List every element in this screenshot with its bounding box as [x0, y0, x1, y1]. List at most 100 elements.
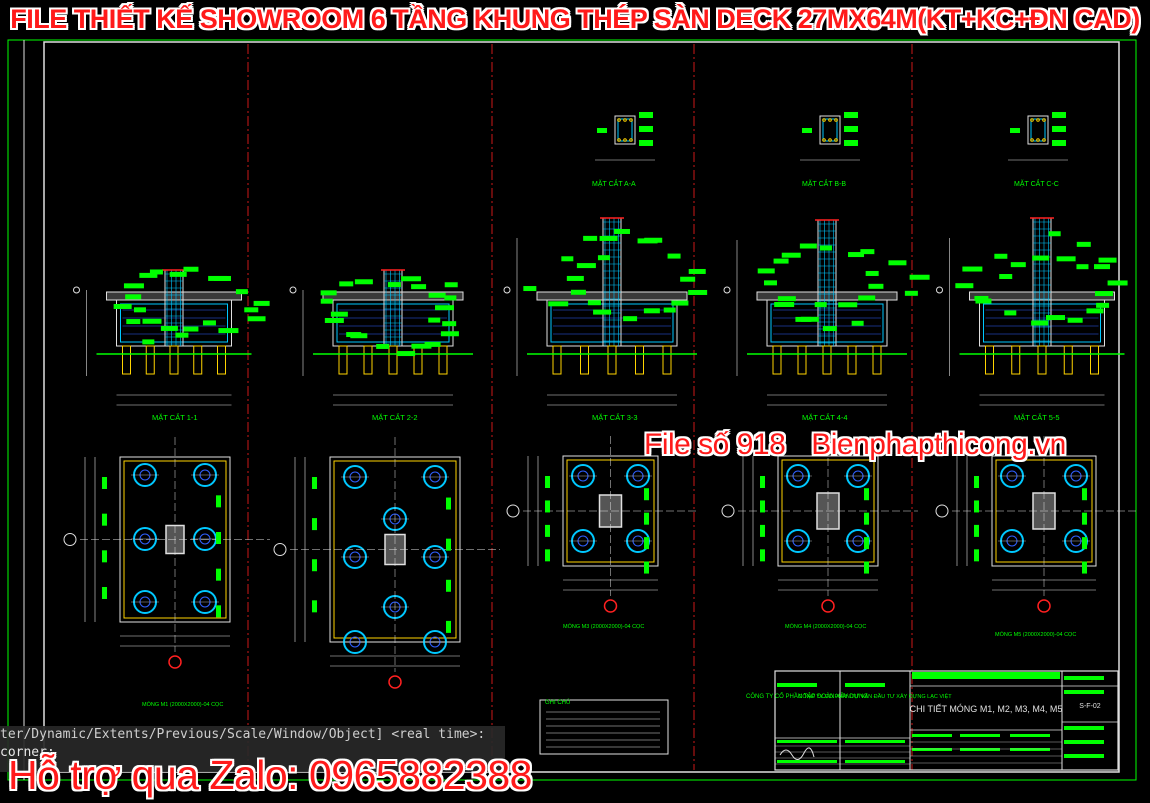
annotation-tag [428, 292, 446, 298]
annotation-tag [312, 518, 317, 531]
pile [552, 345, 562, 375]
level-symbol [723, 286, 731, 294]
title-block-field [960, 734, 1000, 737]
annotation-tag [819, 245, 832, 251]
annotation-tag [822, 326, 837, 332]
annotation-tag [428, 317, 441, 323]
column-rebar [1030, 118, 1046, 142]
annotation-tag [1082, 561, 1087, 574]
section-labels-mid: MẶT CẮT 1-1 MẶT CẮT 2-2 MẶT CẮT 3-3 MẶT … [152, 413, 1060, 422]
pile-cap-rebar [120, 303, 228, 343]
annotation-tag [312, 559, 317, 572]
annotation-tag [218, 328, 239, 334]
pile [145, 345, 155, 375]
annotation-tag [865, 270, 879, 276]
column-section [819, 115, 841, 145]
grid-bubble [1037, 599, 1051, 613]
rebar-dot [629, 138, 633, 142]
annotation-tag [1056, 256, 1076, 262]
ground-hatch [322, 291, 464, 301]
annotation-tag [757, 268, 775, 274]
title-block-field [777, 740, 837, 743]
pile [338, 345, 348, 375]
annotation-tag [1107, 280, 1128, 286]
grid-bubble [603, 599, 618, 613]
annotation-tag [446, 538, 451, 551]
annotation-tag [354, 279, 373, 285]
annotation-tag [320, 298, 333, 304]
annotation-tag [253, 300, 270, 306]
annotation-tag [773, 258, 789, 264]
pile-cap-rebar [770, 303, 884, 343]
title-block-field [845, 740, 905, 743]
annotation-tag [169, 271, 187, 277]
annotation-tag [643, 308, 660, 314]
annotation-tag [1032, 255, 1050, 261]
ground-hatch [106, 291, 242, 301]
pile [217, 345, 226, 375]
watermark-file-number: File số 918 [644, 428, 786, 461]
annotation-tag [999, 273, 1013, 279]
annotation-tag [1031, 320, 1049, 326]
annotation-tag [312, 477, 317, 489]
contact-zalo: Hỗ trợ qua Zalo: 0965882388 [8, 752, 532, 798]
command-prompt[interactable]: corner: [0, 745, 55, 760]
banner-title: FILE THIẾT KẾ SHOWROOM 6 TẦNG KHUNG THÉP… [10, 4, 1140, 34]
annotation-tag [545, 500, 550, 513]
annotation-tag [1048, 231, 1061, 237]
pile [872, 345, 882, 375]
annotation-tag [904, 290, 918, 296]
annotation-tag [320, 290, 337, 296]
annotation-tag [597, 255, 610, 261]
plan-label-m3: MÓNG M3 (2000X2000)-04 CỌC [563, 623, 644, 630]
annotation-tag [1067, 317, 1083, 323]
annotation-tag [644, 512, 649, 525]
pile [822, 345, 832, 375]
plan-label-m5: MÓNG M5 (2000X2000)-04 CỌC [995, 631, 1076, 638]
pile [985, 345, 994, 375]
annotation-tag [644, 488, 649, 501]
pile [580, 345, 589, 375]
title-block-field [912, 748, 952, 751]
annotation-tag [139, 272, 158, 278]
grid-bubble [935, 504, 949, 518]
grid-bubble [168, 655, 182, 669]
annotation-tag [350, 333, 368, 339]
annotation-tag [663, 307, 676, 313]
annotation-tag [814, 302, 827, 308]
plan-label-m1: MÓNG M1 (2000X2000)-04 CỌC [142, 701, 223, 708]
notes-frame [539, 699, 669, 755]
level-symbol [503, 286, 511, 294]
title-block-frame [774, 670, 1119, 771]
annotation-tag [216, 568, 221, 581]
command-line-panel[interactable]: ter/Dynamic/Extents/Previous/Scale/Windo… [0, 726, 505, 772]
pile [1011, 345, 1021, 375]
annotation-tag [864, 537, 869, 550]
annotation-tag [102, 477, 107, 489]
annotation-tag [864, 488, 869, 501]
annotation-tag [133, 307, 146, 313]
annotation-tag [644, 561, 649, 574]
title-block-field [1010, 748, 1050, 751]
annotation-tag [774, 302, 795, 308]
title-block-field [1064, 726, 1104, 730]
rebar-dot [828, 138, 832, 142]
grid-bubble [506, 504, 520, 518]
annotation-tag [799, 243, 817, 249]
annotation-tag [764, 280, 778, 286]
annotation-tag [102, 587, 107, 599]
annotation-tag [802, 128, 812, 133]
annotation-tag [760, 500, 765, 513]
annotation-tag [1076, 264, 1089, 270]
plan-labels: MÓNG M1 (2000X2000)-04 CỌC MÓNG M3 (2000… [142, 623, 1076, 708]
annotation-tag [844, 140, 858, 146]
annotation-tag [1086, 308, 1104, 314]
title-block-field [1064, 740, 1104, 744]
title-block-field [845, 683, 885, 687]
pile [363, 345, 373, 375]
annotation-tag [1052, 126, 1066, 132]
annotation-tag [216, 532, 221, 544]
title-block-field [912, 672, 1060, 677]
pile [193, 345, 203, 375]
